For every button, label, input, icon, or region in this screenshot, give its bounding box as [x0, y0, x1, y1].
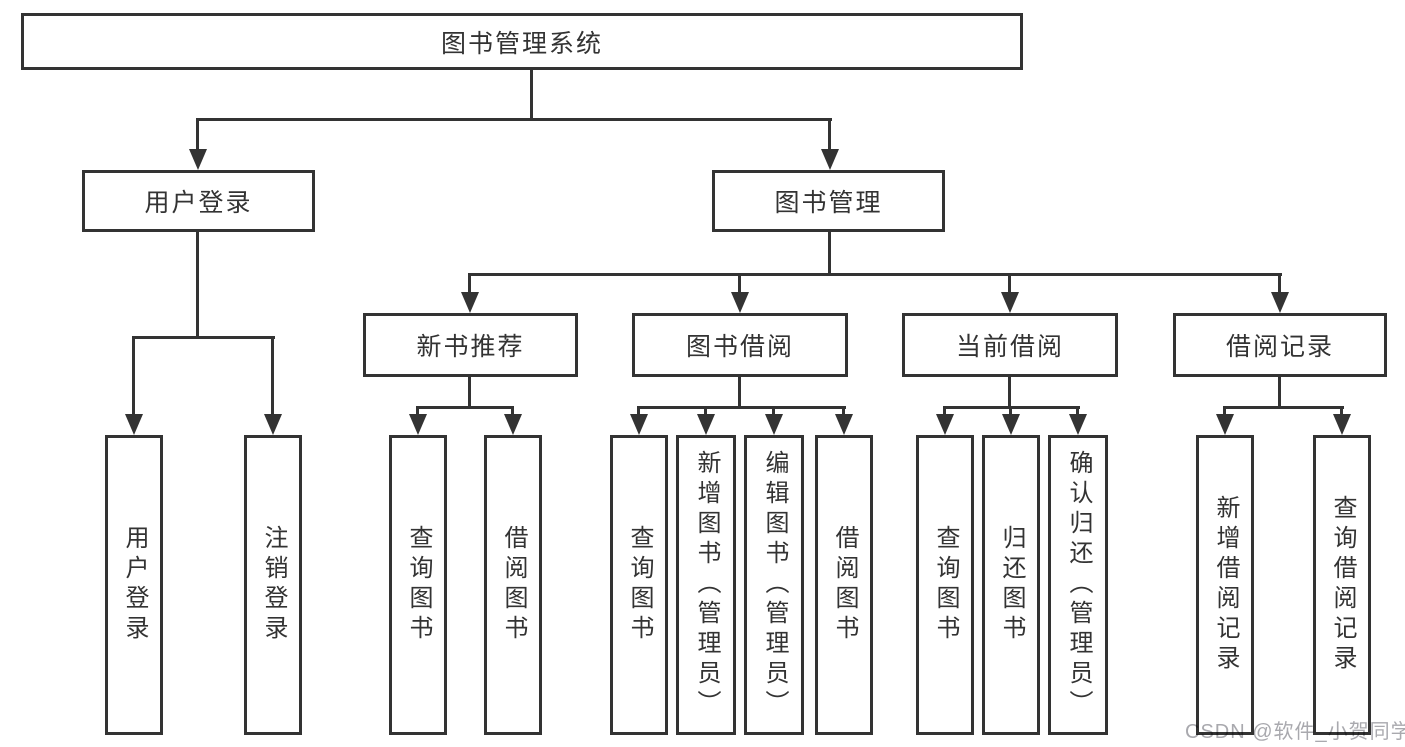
connector-line: [738, 273, 741, 298]
arrow-down-icon: [630, 414, 648, 435]
leaf-edit-books-admin: 编辑图书（管理员）: [744, 435, 804, 735]
connector-line: [1008, 377, 1011, 409]
leaf-return-books: 归还图书: [982, 435, 1040, 735]
arrow-down-icon: [461, 292, 479, 313]
connector-line: [943, 406, 946, 418]
connector-line: [1223, 406, 1344, 409]
leaf-add-books-admin: 新增图书（管理员）: [676, 435, 736, 735]
arrow-down-icon: [821, 149, 839, 170]
connector-line: [637, 406, 640, 418]
connector-line: [842, 406, 845, 418]
arrow-down-icon: [936, 414, 954, 435]
arrow-down-icon: [1271, 292, 1289, 313]
arrow-down-icon: [264, 414, 282, 435]
arrow-down-icon: [1216, 414, 1234, 435]
node-current-borrowing: 当前借阅: [902, 313, 1118, 377]
connector-line: [1278, 377, 1281, 409]
connector-line: [704, 406, 707, 418]
connector-line: [1008, 273, 1011, 298]
leaf-query-books-borrowing: 查询图书: [610, 435, 668, 735]
connector-line: [271, 336, 274, 421]
connector-line: [772, 406, 775, 418]
node-book-borrowing: 图书借阅: [632, 313, 848, 377]
connector-line: [637, 406, 846, 409]
leaf-logout-login: 注销登录: [244, 435, 302, 735]
connector-line: [511, 406, 514, 418]
arrow-down-icon: [1002, 414, 1020, 435]
connector-line: [1009, 406, 1012, 418]
leaf-query-borrow-record: 查询借阅记录: [1313, 435, 1371, 735]
arrow-down-icon: [835, 414, 853, 435]
connector-line: [416, 406, 514, 409]
connector-line: [1278, 273, 1281, 298]
node-borrowing-records: 借阅记录: [1173, 313, 1387, 377]
connector-line: [468, 273, 471, 298]
connector-line: [132, 336, 275, 339]
connector-line: [196, 118, 832, 121]
leaf-user-login: 用户登录: [105, 435, 163, 735]
connector-line: [530, 70, 533, 121]
node-new-book-recommendation: 新书推荐: [363, 313, 578, 377]
connector-line: [1340, 406, 1343, 418]
connector-line: [1076, 406, 1079, 418]
arrow-down-icon: [1001, 292, 1019, 313]
connector-line: [828, 118, 831, 155]
arrow-down-icon: [504, 414, 522, 435]
leaf-query-books-recommend: 查询图书: [389, 435, 447, 735]
connector-line: [1223, 406, 1226, 418]
leaf-borrow-books-recommend: 借阅图书: [484, 435, 542, 735]
connector-line: [828, 232, 831, 276]
leaf-borrow-books-borrowing: 借阅图书: [815, 435, 873, 735]
leaf-query-books-current: 查询图书: [916, 435, 974, 735]
leaf-add-borrow-record: 新增借阅记录: [1196, 435, 1254, 735]
arrow-down-icon: [697, 414, 715, 435]
node-user-login: 用户登录: [82, 170, 315, 232]
connector-line: [196, 232, 199, 339]
arrow-down-icon: [125, 414, 143, 435]
connector-line: [196, 118, 199, 155]
arrow-down-icon: [731, 292, 749, 313]
watermark-text: CSDN @软件_小贺同学: [1185, 721, 1405, 743]
connector-line: [468, 273, 1282, 276]
arrow-down-icon: [765, 414, 783, 435]
arrow-down-icon: [189, 149, 207, 170]
connector-line: [738, 377, 741, 409]
connector-line: [468, 377, 471, 409]
arrow-down-icon: [409, 414, 427, 435]
node-library-system: 图书管理系统: [21, 13, 1023, 70]
node-book-management: 图书管理: [712, 170, 945, 232]
arrow-down-icon: [1069, 414, 1087, 435]
leaf-confirm-return-admin: 确认归还（管理员）: [1048, 435, 1108, 735]
connector-line: [416, 406, 419, 418]
arrow-down-icon: [1333, 414, 1351, 435]
connector-line: [132, 336, 135, 421]
